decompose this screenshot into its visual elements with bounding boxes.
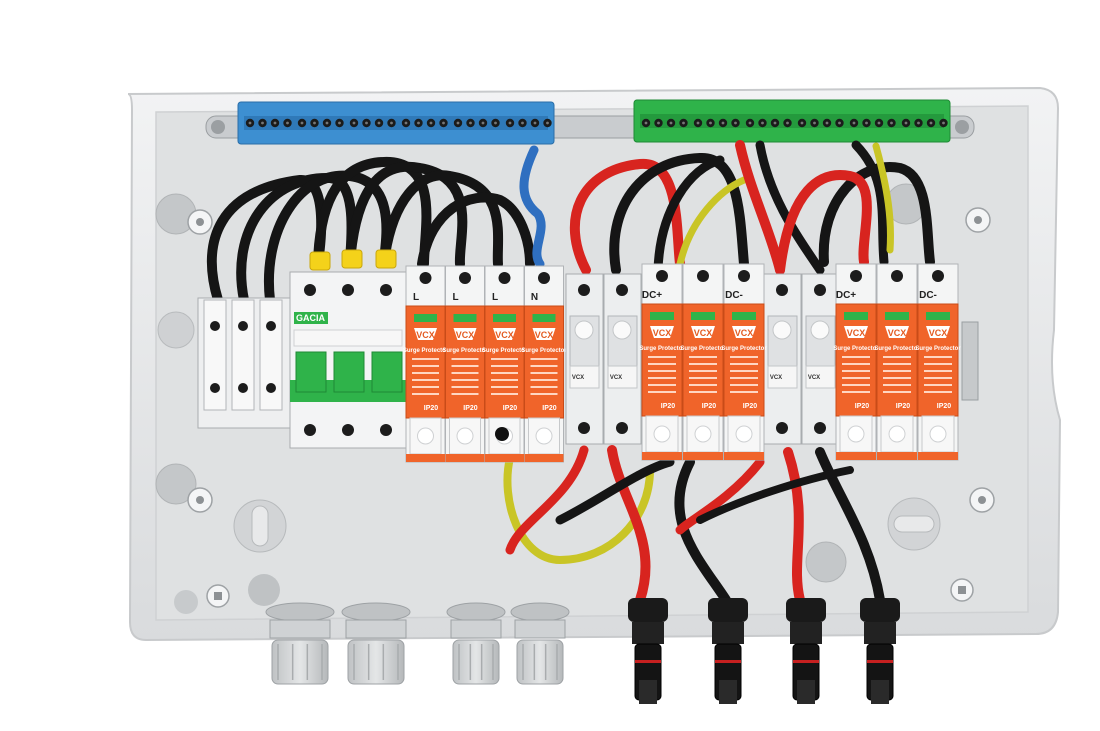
fuse-holder-brand: VCX [610, 375, 622, 381]
dc_spd_1-brand: VCX [735, 328, 754, 338]
dc_spd_1-terminal-label: DC- [725, 290, 743, 301]
dc_spd_1-rating: IP20 [743, 403, 758, 410]
ac_spd-terminal-label: L [492, 292, 498, 303]
ac_spd-brand: VCX [416, 330, 435, 340]
terminal-block-isolator [197, 297, 291, 429]
cable-glands [265, 602, 570, 685]
ac_spd-brand: VCX [495, 330, 514, 340]
ac_spd-title: Surge Protector [482, 348, 528, 354]
breaker-brand: GACIA [296, 313, 326, 323]
ac_spd-title: Surge Protector [521, 348, 567, 354]
knockout-bottom-right [805, 541, 847, 583]
ac_spd-rating: IP20 [542, 405, 557, 412]
dc_spd_2-brand: VCX [847, 328, 866, 338]
ac_spd-terminal-label: N [531, 292, 538, 303]
dc_spd_1-terminal-label: DC+ [642, 290, 662, 301]
dc_spd_2-rating: IP20 [855, 403, 870, 410]
knockout-left-2 [157, 311, 195, 349]
ac_spd-title: Surge Protector [442, 348, 488, 354]
dc_spd_1-rating: IP20 [661, 403, 676, 410]
dc_spd_2-terminal-label: DC+ [836, 290, 856, 301]
ac_spd-rating: IP20 [463, 405, 478, 412]
fuse-holder-group-1: VCX VCX [565, 273, 642, 445]
ac_spd-terminal-label: L [413, 292, 419, 303]
ac_spd-title: Surge Protector [403, 348, 449, 354]
dc_spd_1-title: Surge Protector [680, 346, 726, 352]
fuse-holder-brand: VCX [770, 375, 782, 381]
dc_spd_1-brand: VCX [653, 328, 672, 338]
dc_spd_2-title: Surge Protector [874, 346, 920, 352]
mc4-connectors [628, 598, 900, 704]
dc_spd_1-rating: IP20 [702, 403, 717, 410]
dc_spd_2-title: Surge Protector [915, 346, 961, 352]
dc_spd_1-title: Surge Protector [721, 346, 767, 352]
fuse-holder-brand: VCX [808, 375, 820, 381]
dc_spd_1-brand: VCX [694, 328, 713, 338]
fuse-holder-brand: VCX [572, 375, 584, 381]
ac_spd-brand: VCX [456, 330, 475, 340]
din-end-clip [961, 321, 979, 401]
fuse-holder-group-2: VCX VCX [763, 273, 840, 445]
ac_spd-rating: IP20 [503, 405, 518, 412]
dc_spd_2-rating: IP20 [937, 403, 952, 410]
dc_spd_2-brand: VCX [888, 328, 907, 338]
dc_spd_2-brand: VCX [929, 328, 948, 338]
earth-busbar [633, 99, 951, 143]
knockout-left-3 [155, 463, 197, 505]
dc_spd_2-title: Surge Protector [833, 346, 879, 352]
ac_spd-rating: IP20 [424, 405, 439, 412]
ac_spd-brand: VCX [535, 330, 554, 340]
dc_spd_1-title: Surge Protector [639, 346, 685, 352]
dc_spd_2-terminal-label: DC- [919, 290, 937, 301]
ac_spd-terminal-label: L [452, 292, 458, 303]
dc_spd_2-rating: IP20 [896, 403, 911, 410]
neutral-busbar [237, 101, 555, 145]
circuit-breaker: GACIA [289, 249, 407, 449]
wiring [206, 140, 935, 605]
